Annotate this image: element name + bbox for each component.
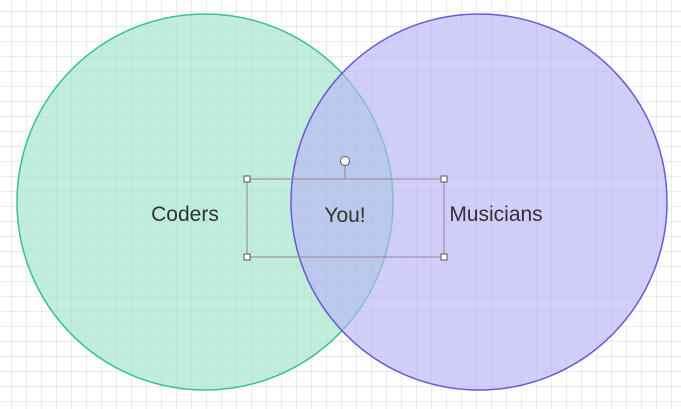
intersection-label[interactable]: You! xyxy=(324,204,365,227)
resize-handle-top-right[interactable] xyxy=(440,175,448,183)
resize-handle-bottom-right[interactable] xyxy=(440,253,448,261)
musicians-circle[interactable] xyxy=(290,13,668,391)
selection-box[interactable] xyxy=(243,156,448,261)
rotate-handle[interactable] xyxy=(340,156,350,166)
resize-handle-bottom-left[interactable] xyxy=(243,253,251,261)
musicians-label[interactable]: Musicians xyxy=(449,203,542,226)
resize-handle-top-left[interactable] xyxy=(243,175,251,183)
coders-label[interactable]: Coders xyxy=(151,203,219,226)
